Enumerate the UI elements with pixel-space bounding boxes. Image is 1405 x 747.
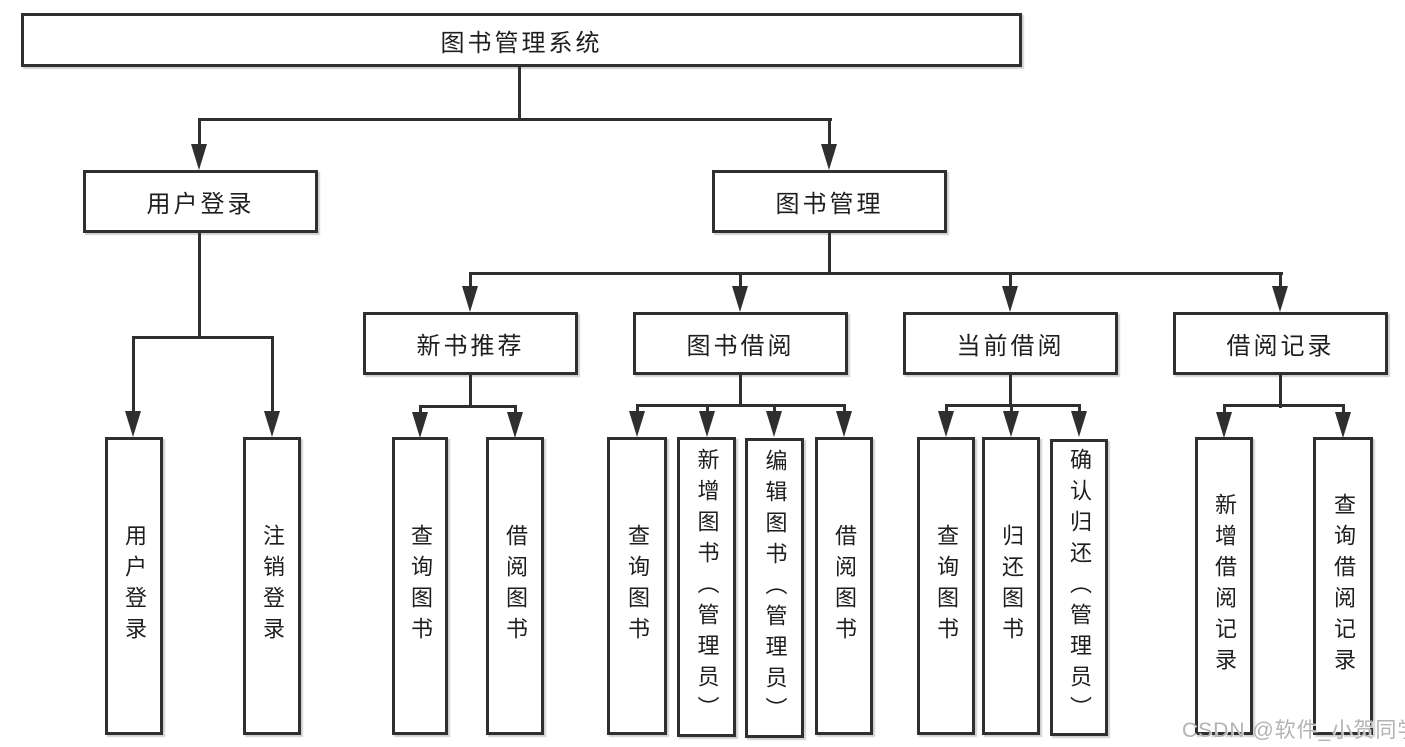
connector-records-stem <box>1279 374 1282 408</box>
connector-borrow-rail <box>636 404 846 407</box>
arrow-down-icon <box>191 120 207 170</box>
node-new-book-recommendation: 新书推荐 <box>363 312 578 375</box>
arrow-down-icon <box>507 407 523 438</box>
arrow-down-icon <box>836 406 852 437</box>
connector-bookmgmt-stem <box>828 232 831 275</box>
arrow-down-icon <box>125 336 141 437</box>
arrow-down-icon <box>1003 406 1019 437</box>
node-borrow-query-books: 查询图书 <box>607 437 667 735</box>
arrow-down-icon <box>699 406 715 437</box>
node-borrow-borrow-books: 借阅图书 <box>815 437 873 735</box>
node-records-query-record: 查询借阅记录 <box>1313 437 1373 735</box>
node-borrow-add-books-admin: 新增图书（管理员） <box>677 437 736 737</box>
arrow-down-icon <box>1071 406 1087 437</box>
node-borrowing-records: 借阅记录 <box>1173 312 1388 375</box>
node-rec-query-books: 查询图书 <box>392 437 448 735</box>
connector-borrow-stem <box>739 374 742 407</box>
arrow-down-icon <box>732 274 748 312</box>
node-borrow-edit-books-admin: 编辑图书（管理员） <box>745 438 804 738</box>
node-book-borrowing: 图书借阅 <box>633 312 848 375</box>
arrow-down-icon <box>938 406 954 437</box>
arrow-down-icon <box>1002 274 1018 312</box>
node-records-add-record: 新增借阅记录 <box>1195 437 1253 735</box>
node-user-login: 用户登录 <box>83 170 318 233</box>
connector-current-rail <box>945 404 1081 407</box>
node-current-return-books: 归还图书 <box>982 437 1040 735</box>
arrow-down-icon <box>412 407 428 438</box>
node-current-query-books: 查询图书 <box>917 437 975 735</box>
connector-rec-stem <box>469 374 472 408</box>
connector-rec-rail <box>419 405 517 408</box>
csdn-watermark: CSDN @软件_小贺同学 <box>1182 719 1405 742</box>
arrow-down-icon <box>462 274 478 312</box>
node-library-management-system: 图书管理系统 <box>21 13 1022 67</box>
node-current-borrowing: 当前借阅 <box>903 312 1118 375</box>
arrow-down-icon <box>1272 274 1288 312</box>
arrow-down-icon <box>629 406 645 437</box>
node-book-management: 图书管理 <box>712 170 947 233</box>
connector-level2-rail <box>198 118 832 121</box>
arrow-down-icon <box>264 336 280 437</box>
arrow-down-icon <box>821 120 837 170</box>
node-rec-borrow-books: 借阅图书 <box>486 437 544 735</box>
arrow-down-icon <box>1335 407 1351 438</box>
arrow-down-icon <box>766 406 782 437</box>
node-current-confirm-return-admin: 确认归还（管理员） <box>1050 439 1108 736</box>
connector-level3-rail <box>469 272 1283 275</box>
connector-userlogin-stem <box>198 232 201 339</box>
connector-current-stem <box>1009 374 1012 407</box>
node-leaf-user-login: 用户登录 <box>105 437 163 735</box>
connector-root-stem <box>518 66 521 121</box>
connector-records-rail <box>1223 404 1345 407</box>
node-leaf-logout: 注销登录 <box>243 437 301 735</box>
connector-userlogin-rail <box>132 336 274 339</box>
arrow-down-icon <box>1216 407 1232 438</box>
